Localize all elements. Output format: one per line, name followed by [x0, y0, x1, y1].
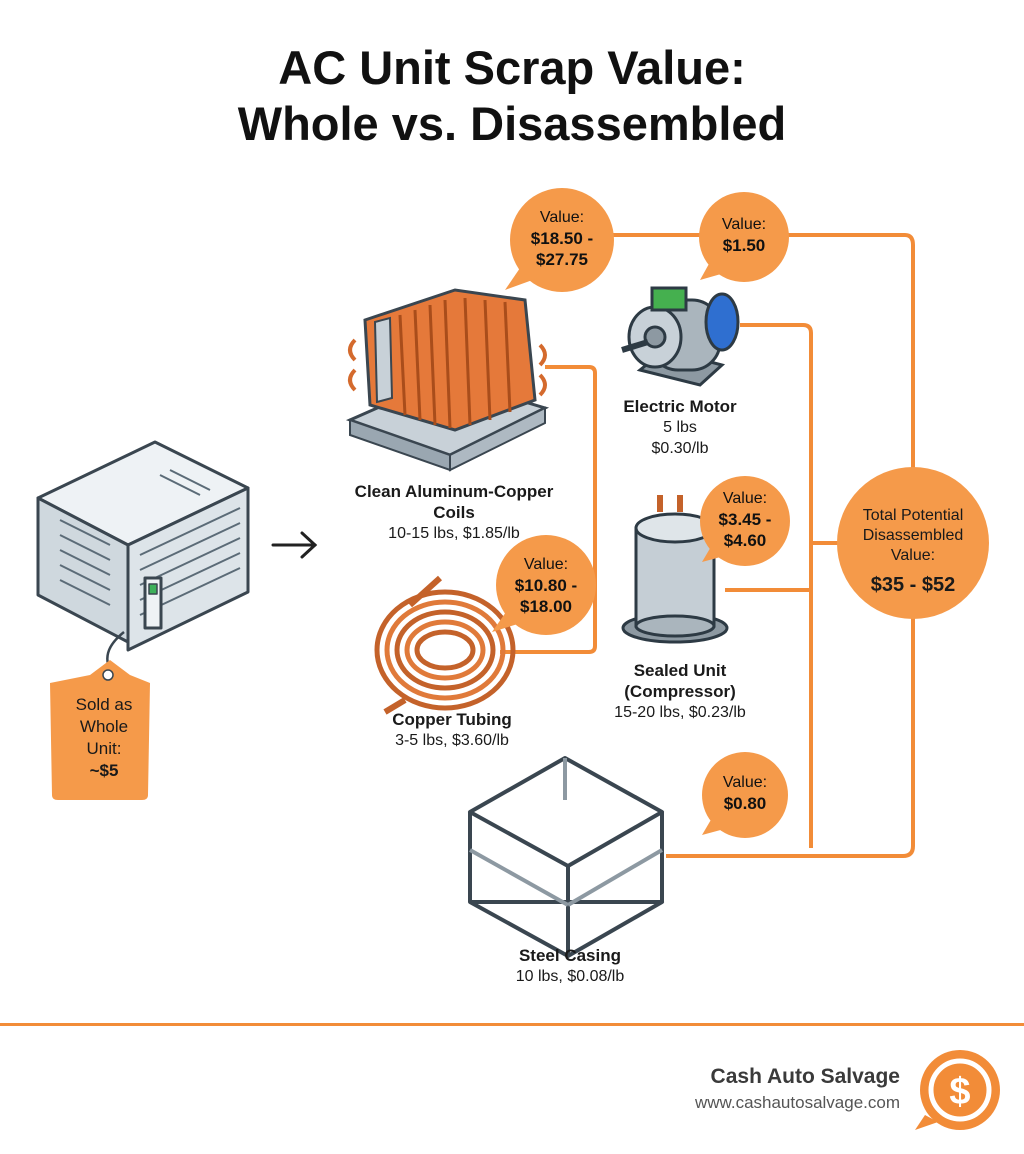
title-line-2: Whole vs. Disassembled — [237, 97, 787, 150]
svg-text:$: $ — [949, 1071, 970, 1113]
ac-unit-icon — [36, 440, 250, 652]
coils-bubble-tail — [505, 268, 538, 290]
tag-line-2: Whole — [79, 717, 129, 736]
value-bubbles — [492, 188, 989, 838]
tag-line-3: Unit: — [86, 739, 122, 758]
compressor-value-bubble — [700, 476, 790, 566]
electric-motor-icon — [621, 286, 740, 387]
brand-block: Cash Auto Salvage www.cashautosalvage.co… — [695, 1065, 900, 1113]
tubing-label: Copper Tubing 3-5 lbs, $3.60/lb — [362, 709, 542, 751]
dollar-logo-icon: $ — [915, 1050, 1000, 1130]
tag-line-1: Sold as — [75, 695, 133, 714]
connector-motor — [740, 323, 813, 848]
casing-value: $0.80 — [723, 794, 767, 813]
compressor-value-label: Value: — [722, 490, 768, 507]
total-value-text: Total Potential Disassembled Value: $35 … — [838, 506, 988, 597]
compressor-name-line-2: (Compressor) — [624, 682, 736, 701]
casing-value-label: Value: — [722, 774, 768, 791]
coils-name-line-2: Coils — [433, 503, 475, 522]
casing-label: Steel Casing 10 lbs, $0.08/lb — [480, 945, 660, 987]
casing-bubble-tail — [702, 818, 728, 835]
title-line-1: AC Unit Scrap Value: — [278, 41, 746, 94]
whole-unit-tag: Sold as Whole Unit: ~$5 — [58, 694, 150, 782]
tubing-value-line-1: $10.80 - — [514, 576, 578, 595]
coils-value-line-2: $27.75 — [536, 250, 588, 269]
compressor-icon — [621, 495, 729, 644]
tubing-name: Copper Tubing — [392, 710, 512, 729]
arrow-icon — [271, 531, 318, 559]
tubing-value-bubble — [496, 535, 596, 635]
compressor-value-text: Value: $3.45 - $4.60 — [700, 488, 790, 551]
copper-tubing-icon — [374, 575, 516, 715]
motor-value-label: Value: — [721, 216, 767, 233]
tubing-value-label: Value: — [523, 556, 569, 573]
compressor-spec: 15-20 lbs, $0.23/lb — [614, 704, 746, 721]
compressor-value-line-1: $3.45 - — [718, 510, 772, 529]
casing-name: Steel Casing — [518, 946, 622, 965]
casing-value-text: Value: $0.80 — [705, 772, 785, 814]
tubing-value-line-2: $18.00 — [520, 597, 572, 616]
coils-value-bubble — [510, 188, 614, 292]
motor-name: Electric Motor — [623, 397, 737, 416]
total-line-1: Total Potential — [862, 507, 964, 524]
steel-casing-icon — [468, 756, 664, 958]
motor-spec-line-2: $0.30/lb — [651, 440, 709, 457]
brand-name: Cash Auto Salvage — [710, 1065, 900, 1088]
footer-divider — [0, 1023, 1024, 1026]
compressor-value-line-2: $4.60 — [723, 531, 767, 550]
coils-value-label: Value: — [539, 209, 585, 226]
coils-name-line-1: Clean Aluminum-Copper — [354, 482, 554, 501]
coils-value-text: Value: $18.50 - $27.75 — [512, 207, 612, 270]
page-title: AC Unit Scrap Value: Whole vs. Disassemb… — [0, 40, 1024, 152]
coils-spec: 10-15 lbs, $1.85/lb — [388, 525, 520, 542]
casing-spec: 10 lbs, $0.08/lb — [515, 968, 625, 985]
connector-coils-tubing — [500, 365, 597, 654]
motor-value: $1.50 — [722, 236, 766, 255]
coils-icon — [345, 288, 550, 472]
tubing-value-text: Value: $10.80 - $18.00 — [496, 554, 596, 617]
total-value-bubble — [837, 467, 989, 619]
brand-url[interactable]: www.cashautosalvage.com — [694, 1093, 900, 1112]
coils-label: Clean Aluminum-Copper Coils 10-15 lbs, $… — [318, 481, 590, 544]
motor-value-bubble — [699, 192, 789, 282]
total-line-3: Value: — [890, 547, 936, 564]
tag-value: ~$5 — [89, 761, 119, 780]
casing-value-bubble — [702, 752, 788, 838]
coils-value-line-1: $18.50 - — [530, 229, 594, 248]
motor-label: Electric Motor 5 lbs $0.30/lb — [590, 396, 770, 459]
price-tag-icon — [50, 631, 150, 800]
total-line-2: Disassembled — [862, 527, 964, 544]
compressor-label: Sealed Unit (Compressor) 15-20 lbs, $0.2… — [590, 660, 770, 723]
motor-value-text: Value: $1.50 — [704, 214, 784, 256]
compressor-bubble-tail — [702, 545, 728, 562]
compressor-name-line-1: Sealed Unit — [633, 661, 727, 680]
tubing-spec: 3-5 lbs, $3.60/lb — [395, 732, 509, 749]
total-value: $35 - $52 — [870, 574, 956, 596]
tubing-bubble-tail — [492, 612, 524, 632]
motor-bubble-tail — [700, 262, 728, 280]
motor-spec-line-1: 5 lbs — [663, 419, 697, 436]
